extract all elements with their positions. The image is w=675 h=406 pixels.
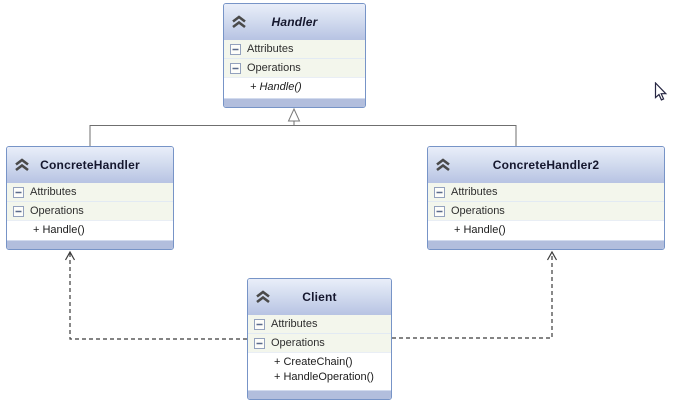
inheritance-triangle-icon — [287, 107, 301, 122]
class-header: ConcreteHandler — [7, 147, 173, 183]
collapse-chevron-icon[interactable] — [231, 15, 247, 29]
section-label: Attributes — [247, 43, 294, 55]
dependency-connector-right[interactable] — [392, 250, 558, 339]
class-header: ConcreteHandler2 — [428, 147, 664, 183]
attributes-section[interactable]: Attributes — [224, 40, 365, 58]
open-arrowhead-icon — [546, 250, 558, 261]
section-label: Operations — [30, 205, 84, 217]
collapse-minus-icon[interactable] — [13, 205, 24, 217]
class-title: Client — [302, 290, 337, 304]
methods-list: + Handle() — [224, 77, 365, 98]
section-label: Operations — [247, 62, 301, 74]
class-footer-bar — [428, 240, 664, 249]
operations-section[interactable]: Operations — [224, 58, 365, 77]
collapse-chevron-icon[interactable] — [14, 158, 30, 172]
method-item[interactable]: + Handle() — [454, 224, 506, 236]
class-box-concrete-handler2[interactable]: ConcreteHandler2 Attributes Operations +… — [427, 146, 665, 250]
section-label: Attributes — [451, 186, 498, 198]
method-item[interactable]: + Handle() — [250, 81, 302, 93]
collapse-minus-icon[interactable] — [434, 186, 445, 198]
attributes-section[interactable]: Attributes — [428, 183, 664, 201]
section-label: Attributes — [30, 186, 77, 198]
collapse-minus-icon[interactable] — [434, 205, 445, 217]
section-label: Operations — [451, 205, 505, 217]
class-header: Client — [248, 279, 391, 315]
class-box-client[interactable]: Client Attributes Operations + CreateCha… — [247, 278, 392, 400]
methods-list: + Handle() — [7, 220, 173, 240]
collapse-minus-icon[interactable] — [13, 186, 24, 198]
inheritance-connector[interactable] — [89, 107, 517, 146]
operations-section[interactable]: Operations — [7, 201, 173, 220]
class-footer-bar — [224, 98, 365, 107]
dependency-connector-left[interactable] — [64, 250, 248, 340]
class-footer-bar — [7, 240, 173, 249]
method-item[interactable]: + HandleOperation() — [274, 371, 374, 383]
mouse-cursor-icon — [654, 82, 668, 101]
method-item[interactable]: + Handle() — [33, 224, 85, 236]
class-box-handler[interactable]: Handler Attributes Operations + Handle() — [223, 3, 366, 108]
collapse-minus-icon[interactable] — [254, 318, 265, 330]
class-box-concrete-handler[interactable]: ConcreteHandler Attributes Operations + … — [6, 146, 174, 250]
collapse-minus-icon[interactable] — [230, 62, 241, 74]
attributes-section[interactable]: Attributes — [248, 315, 391, 333]
methods-list: + CreateChain() + HandleOperation() — [248, 352, 391, 390]
section-label: Operations — [271, 337, 325, 349]
method-item[interactable]: + CreateChain() — [274, 356, 353, 368]
methods-list: + Handle() — [428, 220, 664, 240]
class-footer-bar — [248, 390, 391, 399]
section-label: Attributes — [271, 318, 318, 330]
collapse-chevron-icon[interactable] — [435, 158, 451, 172]
class-title: ConcreteHandler — [40, 158, 140, 172]
open-arrowhead-icon — [64, 250, 76, 261]
collapse-minus-icon[interactable] — [230, 43, 241, 55]
operations-section[interactable]: Operations — [428, 201, 664, 220]
attributes-section[interactable]: Attributes — [7, 183, 173, 201]
operations-section[interactable]: Operations — [248, 333, 391, 352]
class-title: ConcreteHandler2 — [492, 158, 600, 172]
class-title: Handler — [271, 15, 318, 29]
collapse-chevron-icon[interactable] — [255, 290, 271, 304]
collapse-minus-icon[interactable] — [254, 337, 265, 349]
class-header: Handler — [224, 4, 365, 40]
